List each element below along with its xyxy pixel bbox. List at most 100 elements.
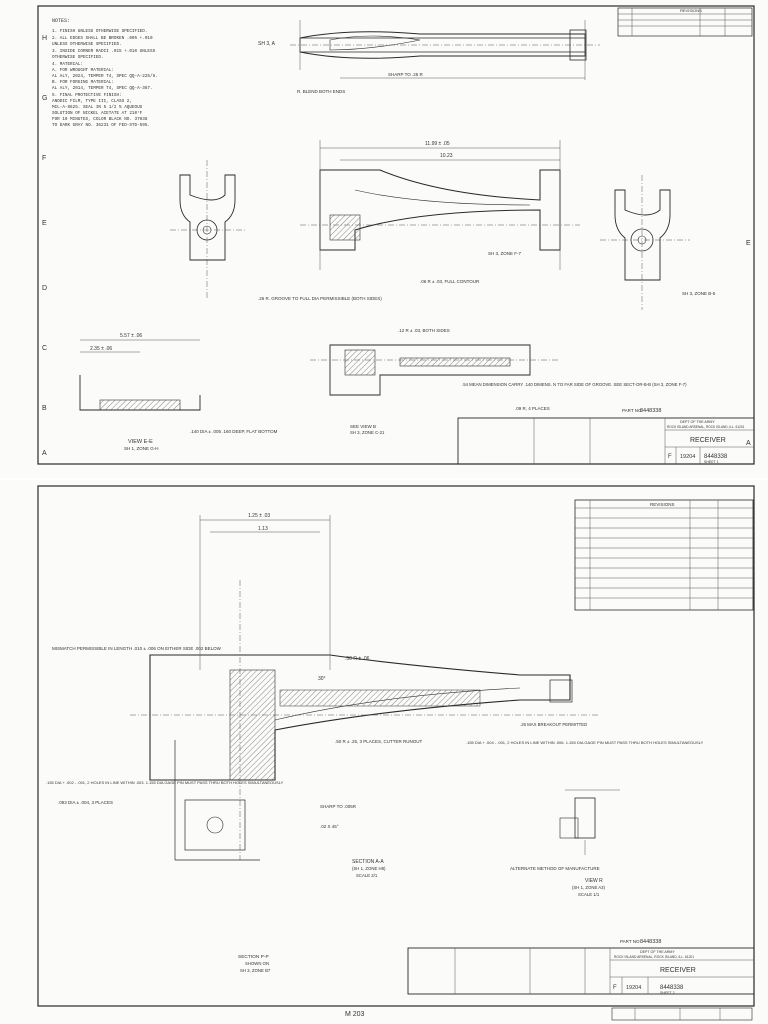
note-line: 4. MATERIAL: bbox=[52, 62, 83, 67]
label-r-blend-both: R. BLEND BOTH ENDS bbox=[297, 89, 345, 94]
view-e-title: VIEW E-E bbox=[128, 439, 153, 445]
title-block-2 bbox=[407, 947, 755, 995]
note-line: TO DARK GRAY NO. 36231 OF FED-STD-595. bbox=[52, 123, 150, 128]
alt-method: ALTERNATE METHOD OF MANUFACTURE bbox=[510, 866, 600, 871]
note-line: AL ALY, 2014, TEMPER T4, SPEC QQ-A-367. bbox=[52, 86, 153, 91]
note-line: A. FOR WROUGHT MATERIAL: bbox=[52, 68, 114, 73]
svg-text:A: A bbox=[746, 440, 751, 447]
sheet-no: SHEET 1 bbox=[704, 460, 719, 464]
receiver-top-view bbox=[290, 20, 600, 80]
size-code-2: F bbox=[613, 985, 617, 991]
label-full-contour: .06 R ± .03, FULL CONTOUR bbox=[420, 279, 480, 284]
section-pp-ref: SH 3, ZONE B7 bbox=[240, 968, 271, 973]
view-r bbox=[559, 789, 620, 855]
drawing-sheet-1: H G F E D C B A E A REVISIONS SH 3, A R.… bbox=[0, 0, 768, 478]
section-pp-shown: SHOWN ON bbox=[245, 961, 269, 966]
dim-second: 1.13 bbox=[258, 526, 268, 532]
section-aa-ref: (SH 1, ZONE H8) bbox=[352, 866, 386, 871]
svg-text:G: G bbox=[42, 95, 47, 102]
note-line: 2. ALL EDGES SHALL BE BROKEN .005 +.010 bbox=[52, 36, 153, 41]
label-holes-left: .155 DIA + .002 - .001, 2 HOLES IN LINE … bbox=[46, 780, 284, 785]
cage-code: 19204 bbox=[680, 454, 695, 460]
note-line: UNLESS OTHERWISE SPECIFIED. bbox=[52, 42, 122, 47]
label-breakout: .26 MAX BREAKOUT PERMITTED bbox=[520, 722, 587, 727]
svg-text:E: E bbox=[42, 220, 47, 227]
dim-235: 2.35 ± .06 bbox=[90, 346, 112, 352]
zone-letters: H G F E D C B A E A bbox=[42, 35, 751, 457]
note-line: B. FOR FORGING MATERIAL: bbox=[52, 80, 114, 85]
sheet-1-drawing: H G F E D C B A E A REVISIONS SH 3, A R.… bbox=[37, 5, 755, 465]
cage-code-2: 19204 bbox=[626, 985, 641, 991]
part-no: 8448338 bbox=[640, 408, 661, 414]
revisions-title-2: REVISIONS bbox=[650, 502, 675, 507]
note-line: FOR 10 MINUTES, COLOR BLACK NO. 37038 bbox=[52, 117, 148, 122]
section-pp-title: SECTION P-P bbox=[238, 954, 269, 960]
section-aa-marker: SH 3, A bbox=[258, 41, 276, 47]
section-view-lower bbox=[310, 344, 560, 396]
notes-block: NOTES: 1. FINISH UNLESS OTHERWISE SPECIF… bbox=[52, 18, 158, 128]
revisions-title: REVISIONS bbox=[680, 8, 702, 13]
drawing-sheet-2: REVISIONS 1.25 ± .03 1.13 30° .50 R ± .0… bbox=[0, 480, 768, 1024]
sheet-1-border bbox=[37, 5, 755, 465]
label-sharp: SHARP TO .25 R bbox=[388, 72, 424, 77]
title-block-1 bbox=[457, 417, 755, 465]
view-r-title: VIEW R bbox=[585, 878, 603, 884]
svg-text:F: F bbox=[42, 155, 46, 162]
footer-mark: M 203 bbox=[345, 1011, 365, 1018]
end-view-left bbox=[170, 160, 245, 300]
sheet-no-2: SHEET 2 bbox=[660, 991, 675, 995]
notes-title: NOTES: bbox=[52, 18, 70, 24]
dim-overall: 11.99 ± .05 bbox=[425, 141, 450, 147]
view-b-ref: SH 3, ZONE C-21 bbox=[350, 430, 385, 435]
label-mean-dim: .54 MEAN DIMENSION CARRY .140 DIMENS. N … bbox=[462, 382, 687, 387]
dwg-no: 8448338 bbox=[704, 454, 728, 460]
dept: DEPT OF THE ARMY bbox=[680, 420, 715, 424]
view-e-ref: SH 1, ZONE G-H bbox=[124, 446, 159, 451]
note-line: 1. FINISH UNLESS OTHERWISE SPECIFIED. bbox=[52, 29, 147, 34]
label-holes: .155 DIA + .004 - .001, 2 HOLES IN LINE … bbox=[466, 740, 704, 745]
section-aa-title: SECTION A-A bbox=[352, 859, 384, 865]
svg-text:E: E bbox=[746, 240, 751, 247]
section-aa-scale: SCALE 2/1 bbox=[356, 873, 378, 878]
dim-250: .50 R ± .06 bbox=[345, 656, 370, 662]
view-r-scale: SCALE 1/1 bbox=[578, 892, 600, 897]
label-mismatch: MISMATCH PERMISSIBLE IN LENGTH .010 ± .0… bbox=[52, 646, 222, 651]
svg-text:H: H bbox=[42, 35, 47, 42]
svg-text:A: A bbox=[42, 450, 47, 457]
bottom-strip bbox=[611, 1007, 753, 1021]
label-zone-f: SH 3, ZONE F-7 bbox=[488, 251, 522, 256]
dim-557: 5.57 ± .06 bbox=[120, 333, 142, 339]
label-flat-bottom: .140 DIA ± .005 .160 DEEP, FLAT BOTTOM bbox=[190, 429, 278, 434]
svg-text:B: B bbox=[42, 405, 47, 412]
note-line: 3. INSIDE CORNER RADII .015 +.010 UNLESS bbox=[52, 49, 156, 54]
sheet-2-drawing: REVISIONS 1.25 ± .03 1.13 30° .50 R ± .0… bbox=[37, 485, 755, 1021]
note-line: ANODIC FILM, TYPE III, CLASS 2, bbox=[52, 99, 132, 104]
size-code: F bbox=[668, 454, 672, 460]
label-three-places: .093 DIA ± .004, 3 PLACES bbox=[58, 800, 113, 805]
dim-top: 1.25 ± .03 bbox=[248, 513, 270, 519]
drawing-title-2: RECEIVER bbox=[660, 967, 696, 974]
label-sharp-2: SHARP TO .005R bbox=[320, 804, 357, 809]
part-no-label-2: PART NO bbox=[620, 939, 640, 944]
svg-text:D: D bbox=[42, 285, 47, 292]
arsenal: ROCK ISLAND ARSENAL, ROCK ISLAND, ILL. 6… bbox=[667, 425, 745, 429]
dwg-no-2: 8448338 bbox=[660, 985, 684, 991]
dim-30: 30° bbox=[318, 676, 326, 682]
revision-table bbox=[574, 499, 754, 611]
revision-block bbox=[617, 7, 753, 37]
dept-2: DEPT OF THE ARMY bbox=[640, 950, 675, 954]
view-b-title: SEE VIEW B bbox=[350, 424, 376, 429]
view-r-ref: (SH 1, ZONE A3) bbox=[572, 885, 606, 890]
arsenal-2: ROCK ISLAND ARSENAL, ROCK ISLAND, ILL. 6… bbox=[614, 955, 694, 959]
note-line: OTHERWISE SPECIFIED. bbox=[52, 55, 104, 60]
note-line: MIL-A-8625. SEAL IN 5 1/2 % AQUEOUS bbox=[52, 105, 143, 110]
note-line: AL ALY, 2024, TEMPER T4, SPEC QQ-A-225/6… bbox=[52, 74, 158, 79]
part-no-2: 8448338 bbox=[640, 939, 661, 945]
drawing-title: RECEIVER bbox=[690, 437, 726, 444]
view-e-e bbox=[79, 339, 201, 411]
label-zone-b: SH 3, ZONE B-5 bbox=[682, 291, 716, 296]
label-cutter: .50 R ± .25, 3 PLACES, CUTTER RUNOUT bbox=[335, 739, 422, 744]
label-chamfer: .02 X 45° bbox=[320, 824, 339, 829]
label-places: .09 R, 4 PLACES bbox=[515, 406, 550, 411]
svg-text:C: C bbox=[42, 345, 47, 352]
